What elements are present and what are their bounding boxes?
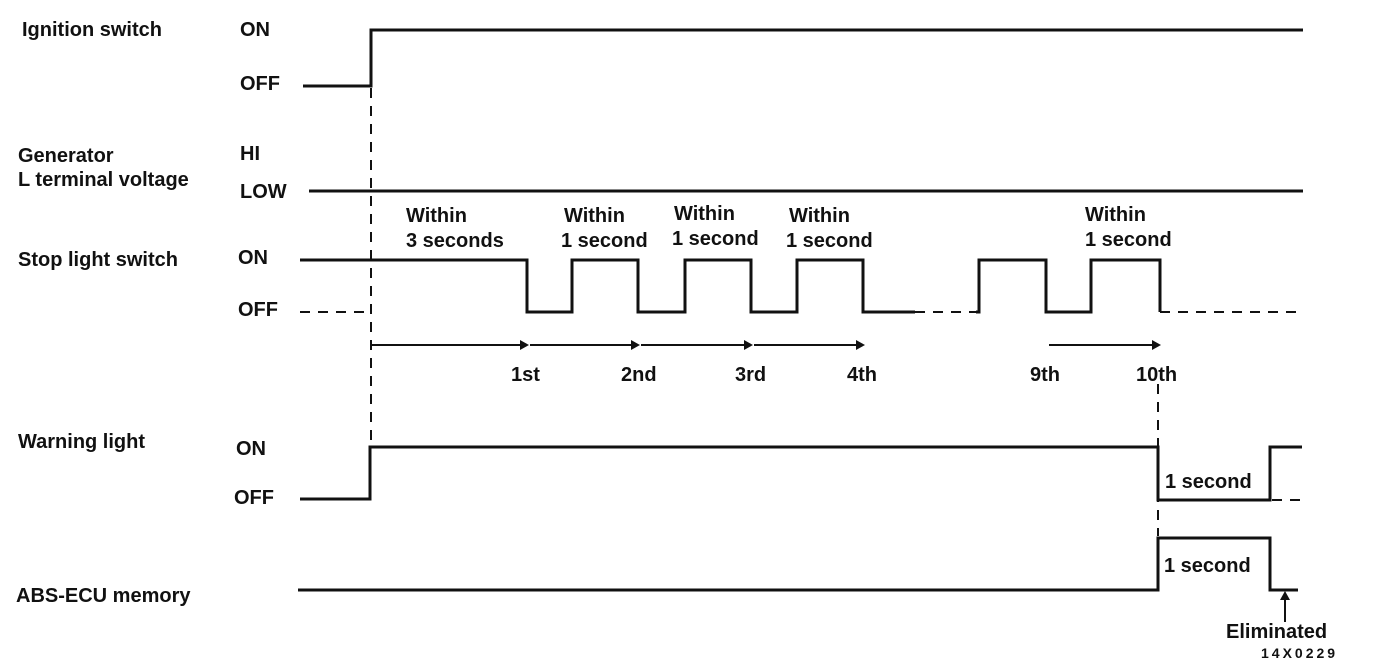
within-3-seconds-line2: 3 seconds (406, 230, 504, 252)
ignition-off-label: OFF (240, 73, 280, 95)
stop-light-switch-label: Stop light switch (18, 249, 178, 271)
eliminated-arrow-head (1280, 591, 1290, 600)
warning-waveform (300, 445, 1302, 502)
within-1-second-c-line1: Within (789, 205, 850, 227)
warning-light-label: Warning light (18, 431, 145, 453)
abs-1-second-label: 1 second (1164, 555, 1251, 577)
arrow-1st-2nd-head (631, 340, 640, 350)
stop-light-waveform-b (976, 258, 1162, 314)
arrow-3rd-4th-head (856, 340, 865, 350)
within-1-second-b-line2: 1 second (672, 228, 759, 250)
generator-hi-label: HI (240, 143, 260, 165)
count-9th: 9th (1030, 364, 1060, 386)
stop-light-waveform-a (300, 258, 915, 314)
timing-arrows (372, 340, 1161, 350)
within-1-second-c-line2: 1 second (786, 230, 873, 252)
stop-light-off-label: OFF (238, 299, 278, 321)
ignition-waveform (303, 28, 1303, 88)
generator-low-label: LOW (240, 181, 287, 203)
count-2nd: 2nd (621, 364, 657, 386)
within-1-second-b-line1: Within (674, 203, 735, 225)
ignition-on-label: ON (240, 19, 270, 41)
eliminated-label: Eliminated (1226, 621, 1327, 643)
arrow-9th-10th-head (1152, 340, 1161, 350)
warning-1-second-label: 1 second (1165, 471, 1252, 493)
stop-light-on-label: ON (238, 247, 268, 269)
count-10th: 10th (1136, 364, 1177, 386)
count-1st: 1st (511, 364, 540, 386)
warning-off-label: OFF (234, 487, 274, 509)
within-1-second-d-line2: 1 second (1085, 229, 1172, 251)
l-terminal-voltage-label: L terminal voltage (18, 169, 189, 191)
arrow-3-seconds-head (520, 340, 529, 350)
abs-ecu-memory-label: ABS-ECU memory (16, 585, 191, 607)
within-1-second-a-line2: 1 second (561, 230, 648, 252)
figure-code: 14X0229 (1261, 645, 1338, 661)
arrow-2nd-3rd-head (744, 340, 753, 350)
warning-on-label: ON (236, 438, 266, 460)
within-1-second-d-line1: Within (1085, 204, 1146, 226)
abs-memory-waveform (298, 536, 1298, 592)
ignition-switch-label: Ignition switch (22, 19, 162, 41)
count-4th: 4th (847, 364, 877, 386)
count-3rd: 3rd (735, 364, 766, 386)
generator-label: Generator (18, 145, 114, 167)
within-3-seconds-line1: Within (406, 205, 467, 227)
within-1-second-a-line1: Within (564, 205, 625, 227)
